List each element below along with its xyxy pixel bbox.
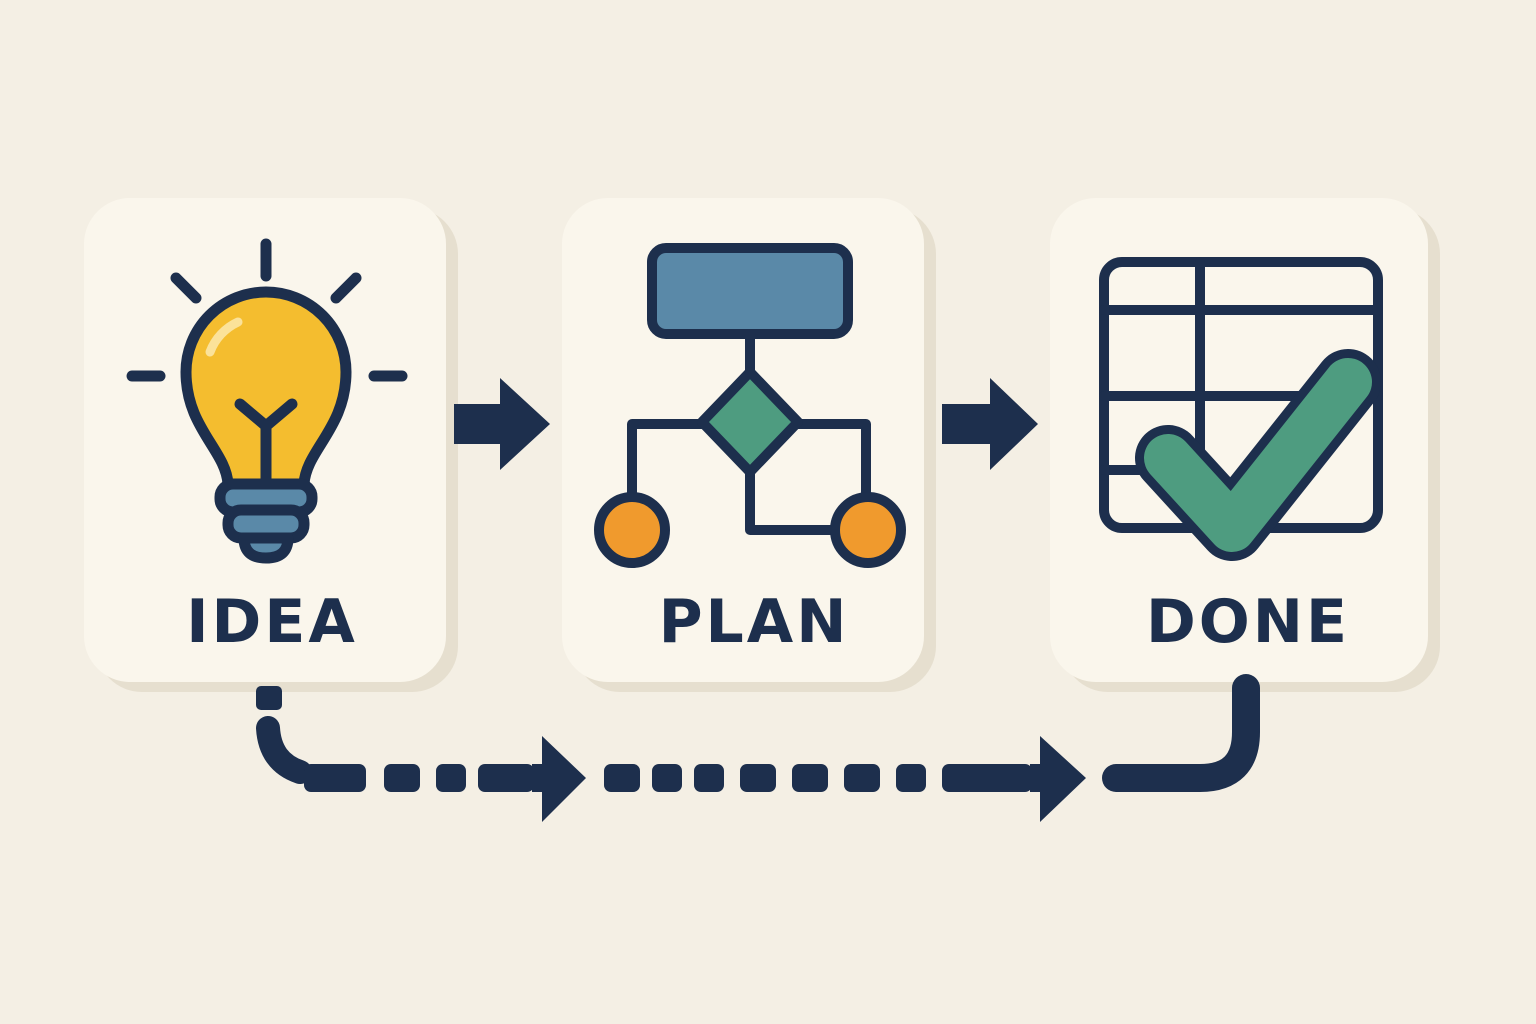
step-label-plan: PLAN — [659, 587, 850, 657]
step-card-plan: PLAN — [562, 198, 936, 692]
step-label-done: DONE — [1146, 587, 1350, 657]
arrow-head — [532, 736, 586, 822]
step-card-idea: IDEA — [84, 198, 458, 692]
checkmark-icon — [1135, 349, 1381, 561]
step-card-done: DONE — [1050, 198, 1440, 692]
arrow-right-icon — [942, 378, 1038, 470]
arrow-right-icon — [454, 378, 550, 470]
flowchart-icon — [594, 243, 906, 568]
step-label-idea: IDEA — [186, 587, 358, 657]
arrow-head — [1030, 736, 1086, 822]
dashed-arrow-path — [256, 674, 1260, 822]
lightbulb-icon — [126, 238, 408, 564]
